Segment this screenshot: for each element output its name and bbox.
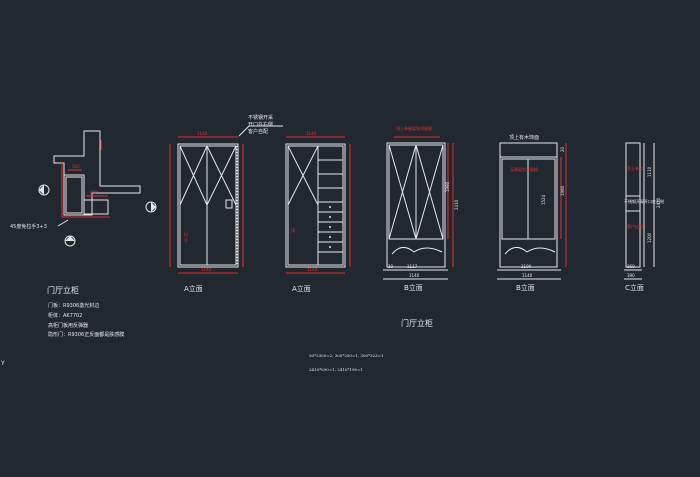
- b1-bottom-left: 20: [388, 264, 394, 269]
- b1-bottom-mid: 1117: [407, 264, 418, 269]
- c-height-1: 1110: [647, 166, 652, 177]
- svg-text:1140: 1140: [201, 267, 212, 272]
- callout-line-1: 不锈钢开采: [248, 114, 273, 121]
- svg-text:560: 560: [72, 164, 80, 169]
- section-marker-icon: [145, 201, 157, 213]
- ucs-axis-label: Y: [0, 360, 5, 367]
- b1-top-note: 顶上有横梁到顶留缝: [396, 125, 432, 131]
- elevation-b2-label: B立面: [516, 283, 535, 292]
- svg-text:拉: 拉: [184, 231, 188, 237]
- a2-inner-label: 顶: [291, 228, 295, 233]
- svg-text:1140: 1140: [197, 131, 208, 136]
- c-height-3: 1200: [647, 232, 652, 243]
- b1-bottom-total: 1140: [409, 273, 420, 278]
- note-line-4: 隐形门：R9306正反面都是肤感膜: [48, 331, 124, 338]
- b2-height-2: 1980: [560, 185, 565, 196]
- elevation-a-1: 1140 1140 拉 手 A立面: [169, 131, 244, 293]
- handle-note: 45度免拉手3+3: [10, 223, 47, 230]
- elevation-c-label: C立面: [625, 283, 644, 292]
- svg-text:手: 手: [184, 237, 188, 243]
- b2-bottom-mid: 1100: [521, 264, 532, 269]
- notes-block: 门厅立柜 门板：R9306激光封边 柜体：AK7702 高柜门板用反弹器 隐形门…: [47, 285, 124, 338]
- elevation-b1-label: B立面: [404, 283, 423, 292]
- c-label-3: 客户自配: [627, 223, 643, 229]
- formula-line-2: 2410*690=1, 2410*190=1: [309, 367, 363, 372]
- callout-note: 不锈钢开采 开口在右侧 客户自配: [238, 114, 283, 137]
- section-marker-icon: [38, 184, 50, 196]
- notes-title: 门厅立柜: [47, 285, 79, 295]
- elevation-a1-label: A立面: [184, 284, 203, 293]
- b2-bottom-total: 1140: [522, 273, 533, 278]
- b2-top-note: 顶上有木饰面: [509, 134, 539, 141]
- note-line-2: 柜体：AK7702: [48, 312, 82, 319]
- elevation-b-1: 顶上有横梁到顶留缝 1980 2410 20 1117 1140 B立面: [383, 125, 459, 292]
- c-label-1: 顶上有木: [627, 165, 643, 171]
- main-title: 门厅立柜: [401, 318, 433, 328]
- b1-height-1: 1980: [445, 181, 450, 192]
- elevation-a2-label: A立面: [292, 284, 311, 293]
- b2-right-top: 20: [560, 146, 565, 152]
- section-marker-icon: [64, 235, 76, 247]
- note-line-3: 高柜门板用反弹器: [48, 322, 88, 329]
- svg-text:1140: 1140: [307, 267, 318, 272]
- c-height-2: 2410: [656, 197, 661, 208]
- callout-line-3: 客户自配: [248, 128, 268, 135]
- c-bottom-dim: 360: [627, 264, 635, 269]
- elevation-b-2: 顶上有木饰面 无横梁到顶留缝 1524 1980 20 1100 1140 B立…: [497, 134, 567, 292]
- note-line-1: 门板：R9306激光封边: [48, 302, 99, 309]
- b1-height-2: 2410: [454, 199, 459, 210]
- b2-height-1: 1524: [541, 194, 546, 205]
- formula-line-1: 50*2300=2, 300*250=1, 300*323=1: [309, 353, 384, 358]
- elevation-c: 顶上有木 不锈钢开采开口在右侧 客户自配 1110 2410 1200 360 …: [624, 142, 664, 292]
- callout-line-2: 开口在右侧: [248, 121, 273, 128]
- svg-text:1140: 1140: [306, 131, 317, 136]
- b2-inner-note: 无横梁到顶留缝: [510, 166, 538, 172]
- floor-plan: 560 800 45度免拉手3+3: [10, 130, 157, 247]
- c-bottom-total: 390: [627, 273, 635, 278]
- elevation-a-2: 1140 1140 顶 A立面: [285, 131, 351, 293]
- svg-text:800: 800: [90, 190, 98, 195]
